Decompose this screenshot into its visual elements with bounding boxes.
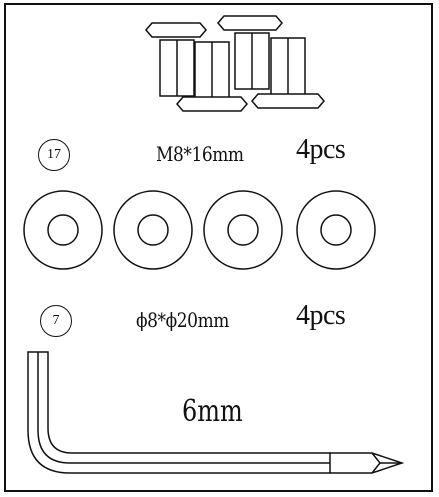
part-number-badge: 17 (38, 139, 70, 171)
part-spec-label: ϕ8*ϕ20mm (136, 308, 229, 332)
bolt-illustration (251, 37, 325, 109)
bolt-illustration (145, 22, 207, 97)
part-quantity-label: 4pcs (296, 300, 346, 331)
part-spec-label: M8*16mm (156, 142, 244, 166)
parts-sheet-frame (4, 3, 433, 492)
washer-illustration (296, 190, 376, 270)
bolt-illustration (176, 41, 248, 112)
washer-illustration (203, 190, 283, 270)
part-quantity-label: 4pcs (296, 134, 346, 165)
part-number-badge: 7 (40, 305, 72, 337)
washer-group-illustration (23, 190, 376, 270)
bolt-group-illustration (145, 15, 325, 112)
washer-illustration (113, 190, 193, 270)
washer-illustration (23, 190, 103, 270)
hex-key-size-label: 6mm (182, 394, 243, 429)
hex-key-illustration (27, 351, 405, 474)
bolt-illustration (217, 15, 283, 90)
